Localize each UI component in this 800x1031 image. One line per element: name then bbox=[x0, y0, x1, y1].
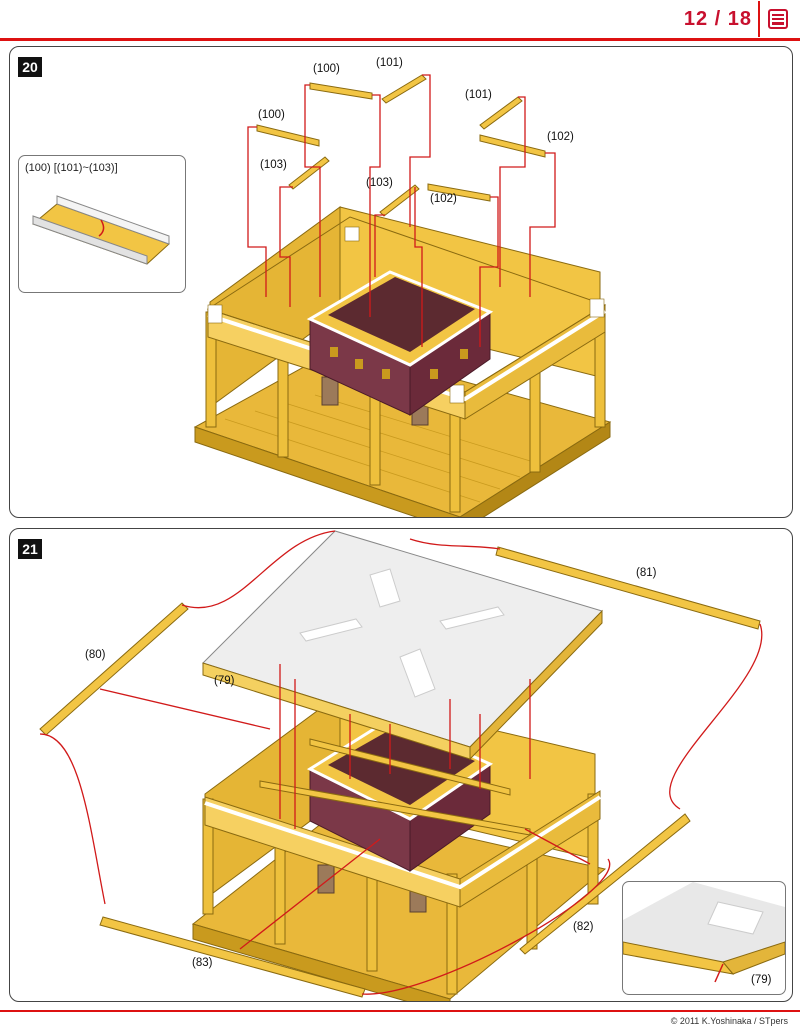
part-label: (101) bbox=[465, 89, 492, 101]
footer-rule bbox=[0, 1010, 800, 1012]
step-20-illustration bbox=[193, 74, 612, 517]
roof-corner-illustration bbox=[623, 882, 785, 983]
book-icon[interactable] bbox=[758, 1, 796, 37]
copyright: © 2011 K.Yoshinaka / STpers bbox=[670, 1016, 788, 1026]
part-label: (82) bbox=[573, 921, 594, 933]
step-number: 21 bbox=[18, 539, 42, 559]
part-label: (101) bbox=[376, 57, 403, 69]
inset-label: (79) bbox=[751, 974, 772, 986]
part-label: (100) bbox=[258, 109, 285, 121]
part-label: (79) bbox=[214, 675, 235, 687]
step-21-panel: 21 bbox=[9, 528, 793, 1002]
step-20-panel: 20 bbox=[9, 46, 793, 518]
part-label: (102) bbox=[547, 131, 574, 143]
header-rule bbox=[0, 38, 800, 41]
beam-detail-illustration bbox=[32, 195, 170, 265]
part-label: (83) bbox=[192, 957, 213, 969]
detail-inset: (100) [(101)~(103)] bbox=[18, 155, 186, 293]
part-label: (103) bbox=[366, 177, 393, 189]
part-label: (100) bbox=[313, 63, 340, 75]
inset-caption: (100) [(101)~(103)] bbox=[25, 162, 118, 174]
part-label: (80) bbox=[85, 649, 106, 661]
roof-detail-inset: (79) bbox=[622, 881, 786, 995]
step-21-illustration bbox=[39, 530, 763, 1001]
step-number: 20 bbox=[18, 57, 42, 77]
part-label: (103) bbox=[260, 159, 287, 171]
part-label: (81) bbox=[636, 567, 657, 579]
page-number: 12 / 18 bbox=[683, 8, 752, 30]
part-label: (102) bbox=[430, 193, 457, 205]
